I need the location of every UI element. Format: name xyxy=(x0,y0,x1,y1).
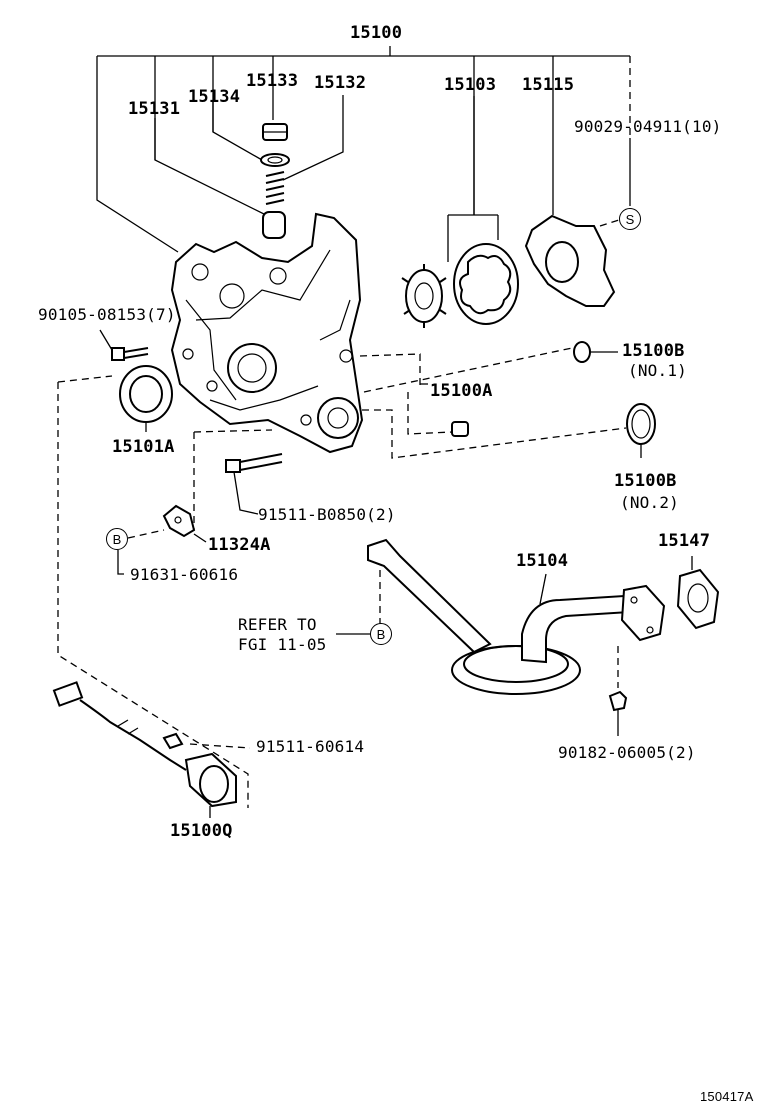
oil-pump-body xyxy=(170,212,364,454)
relief-plug-15133 xyxy=(262,123,288,141)
bolt-90182-06005 xyxy=(608,690,628,736)
oil-strainer-15104 xyxy=(367,538,666,695)
label-90029-04911: 90029-04911(10) xyxy=(574,117,722,136)
label-15100B-no2: 15100B xyxy=(614,471,677,491)
cover-plate-15115 xyxy=(524,214,620,307)
rotor-set-15103 xyxy=(401,243,519,328)
label-fgi: FGI 11-05 xyxy=(238,635,327,654)
sensor-15100Q xyxy=(52,681,237,818)
label-90105-08153: 90105-08153(7) xyxy=(38,305,176,324)
o-ring-15100B-no2 xyxy=(626,403,656,458)
bracket-11324A xyxy=(162,504,207,543)
label-90182-06005: 90182-06005(2) xyxy=(558,743,696,762)
label-15100A: 15100A xyxy=(430,381,493,401)
label-15100: 15100 xyxy=(350,23,403,43)
marker-b-2: B xyxy=(370,623,392,645)
label-15100B-no1-sub: (NO.1) xyxy=(628,361,687,380)
leader-91631 xyxy=(117,550,124,575)
bracket-15100 xyxy=(96,46,631,262)
o-ring-15100B-no1 xyxy=(573,341,618,363)
label-15103: 15103 xyxy=(444,75,497,95)
label-15131: 15131 xyxy=(128,99,181,119)
label-15104: 15104 xyxy=(516,551,569,571)
bolt-90105-08153 xyxy=(99,329,149,361)
spring-15132 xyxy=(265,171,285,205)
label-15132: 15132 xyxy=(314,73,367,93)
label-91511-60614: 91511-60614 xyxy=(256,737,365,756)
label-15100B-no1: 15100B xyxy=(622,341,685,361)
label-refer-to: REFER TO xyxy=(238,615,317,634)
label-15100B-no2-sub: (NO.2) xyxy=(620,493,679,512)
bolt-91511-B0850 xyxy=(225,453,283,515)
label-91511-B0850: 91511-B0850(2) xyxy=(258,505,396,524)
oil-seal-15101A xyxy=(119,365,173,432)
valve-15131 xyxy=(262,211,286,239)
label-15101A: 15101A xyxy=(112,437,175,457)
label-15100Q: 15100Q xyxy=(170,821,233,841)
label-15134: 15134 xyxy=(188,87,241,107)
label-91631-60616: 91631-60616 xyxy=(130,565,239,584)
pin-15100A xyxy=(420,383,469,437)
label-11324A: 11324A xyxy=(208,535,271,555)
label-15147: 15147 xyxy=(658,531,711,551)
gasket-15134 xyxy=(260,153,290,167)
label-15115: 15115 xyxy=(522,75,575,95)
gasket-15147 xyxy=(676,556,720,630)
marker-b-1: B xyxy=(106,528,128,550)
figure-id: 150417A xyxy=(700,1089,754,1104)
marker-s: S xyxy=(619,208,641,230)
label-15133: 15133 xyxy=(246,71,299,91)
